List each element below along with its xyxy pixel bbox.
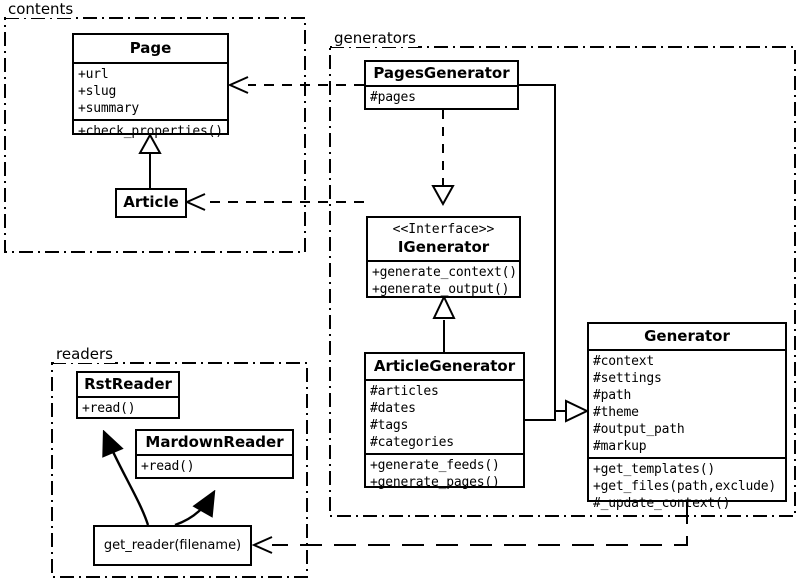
relation-pagesgenerator-inherits-generator [519,84,566,412]
class-operations-page: +check_properties() [74,119,227,142]
relation-articlegenerator-inherits-igenerator [432,294,456,352]
function-box-get-reader[interactable]: get_reader(filename) [93,525,252,566]
class-name-rstreader: RstReader [84,375,172,393]
operation-item: +read() [82,401,136,416]
operation-item: +generate_pages() [370,475,500,490]
attribute-item: #path [593,388,632,403]
class-attributes-generator: #context #settings #path #theme #output_… [589,349,785,457]
class-box-mardownreader[interactable]: MardownReader +read() [135,429,294,479]
relation-articlegenerator-depends-article [184,193,364,211]
relation-pagesgenerator-realizes-igenerator [431,110,455,207]
operation-item: #_update_context() [593,496,731,511]
package-frame-contents [4,17,306,253]
class-box-rstreader[interactable]: RstReader +read() [76,371,180,419]
operation-item: +generate_feeds() [370,458,500,473]
class-operations-igenerator: +generate_context() +generate_output() [368,260,519,300]
relation-pagesgenerator-depends-page [227,76,364,94]
class-operations-mardownreader: +read() [137,454,292,477]
attribute-item: #output_path [593,422,685,437]
class-header-igenerator: <<Interface>> IGenerator [368,218,519,260]
class-name-pagesgenerator: PagesGenerator [373,64,510,82]
package-label-contents: contents [6,0,76,18]
attribute-item: +summary [78,101,140,116]
operation-item: +get_files(path,exclude) [593,479,777,494]
package-label-readers: readers [54,345,115,363]
relation-get-reader-to-mardownreader [174,492,214,527]
attribute-item: #context [593,354,655,369]
attribute-item: #settings [593,371,662,386]
class-operations-generator: +get_templates() +get_files(path,exclude… [589,457,785,514]
class-name-page: Page [129,39,172,57]
operation-item: +generate_context() [372,265,517,280]
relation-get-reader-to-rstreader [104,432,150,526]
operation-item: +check_properties() [78,124,223,139]
class-attributes-page: +url +slug +summary [74,62,227,119]
attribute-item: #tags [370,418,409,433]
class-name-article: Article [123,193,179,211]
package-label-generators: generators [332,29,418,47]
operation-item: +read() [141,459,195,474]
class-name-generator: Generator [644,327,730,345]
function-label-get-reader: get_reader(filename) [103,538,242,553]
class-name-articlegenerator: ArticleGenerator [373,357,516,375]
class-operations-articlegenerator: +generate_feeds() +generate_pages() [366,453,523,493]
operation-item: +generate_output() [372,282,510,297]
attribute-item: #markup [593,439,647,454]
class-stereotype-igenerator: <<Interface>> [392,222,495,237]
class-operations-rstreader: +read() [78,396,178,419]
attribute-item: +url [78,67,109,82]
class-name-igenerator: IGenerator [397,238,490,256]
attribute-item: #categories [370,435,454,450]
class-box-article[interactable]: Article [115,188,187,218]
class-attributes-articlegenerator: #articles #dates #tags #categories [366,379,523,453]
attribute-item: #articles [370,384,439,399]
relation-articlegenerator-inherits-generator [525,399,590,423]
attribute-item: +slug [78,84,117,99]
class-name-mardownreader: MardownReader [145,433,284,451]
operation-item: +get_templates() [593,462,716,477]
attribute-item: #dates [370,401,416,416]
class-box-pagesgenerator[interactable]: PagesGenerator #pages [364,60,519,110]
class-box-articlegenerator[interactable]: ArticleGenerator #articles #dates #tags … [364,352,525,490]
class-box-igenerator[interactable]: <<Interface>> IGenerator +generate_conte… [366,216,521,298]
class-attributes-pagesgenerator: #pages [366,85,517,108]
class-box-generator[interactable]: Generator #context #settings #path #them… [587,322,787,511]
relation-generator-depends-get-reader [251,502,688,554]
class-box-page[interactable]: Page +url +slug +summary +check_properti… [72,33,229,139]
relation-article-inherits-page [138,132,162,188]
attribute-item: #pages [370,90,416,105]
attribute-item: #theme [593,405,639,420]
